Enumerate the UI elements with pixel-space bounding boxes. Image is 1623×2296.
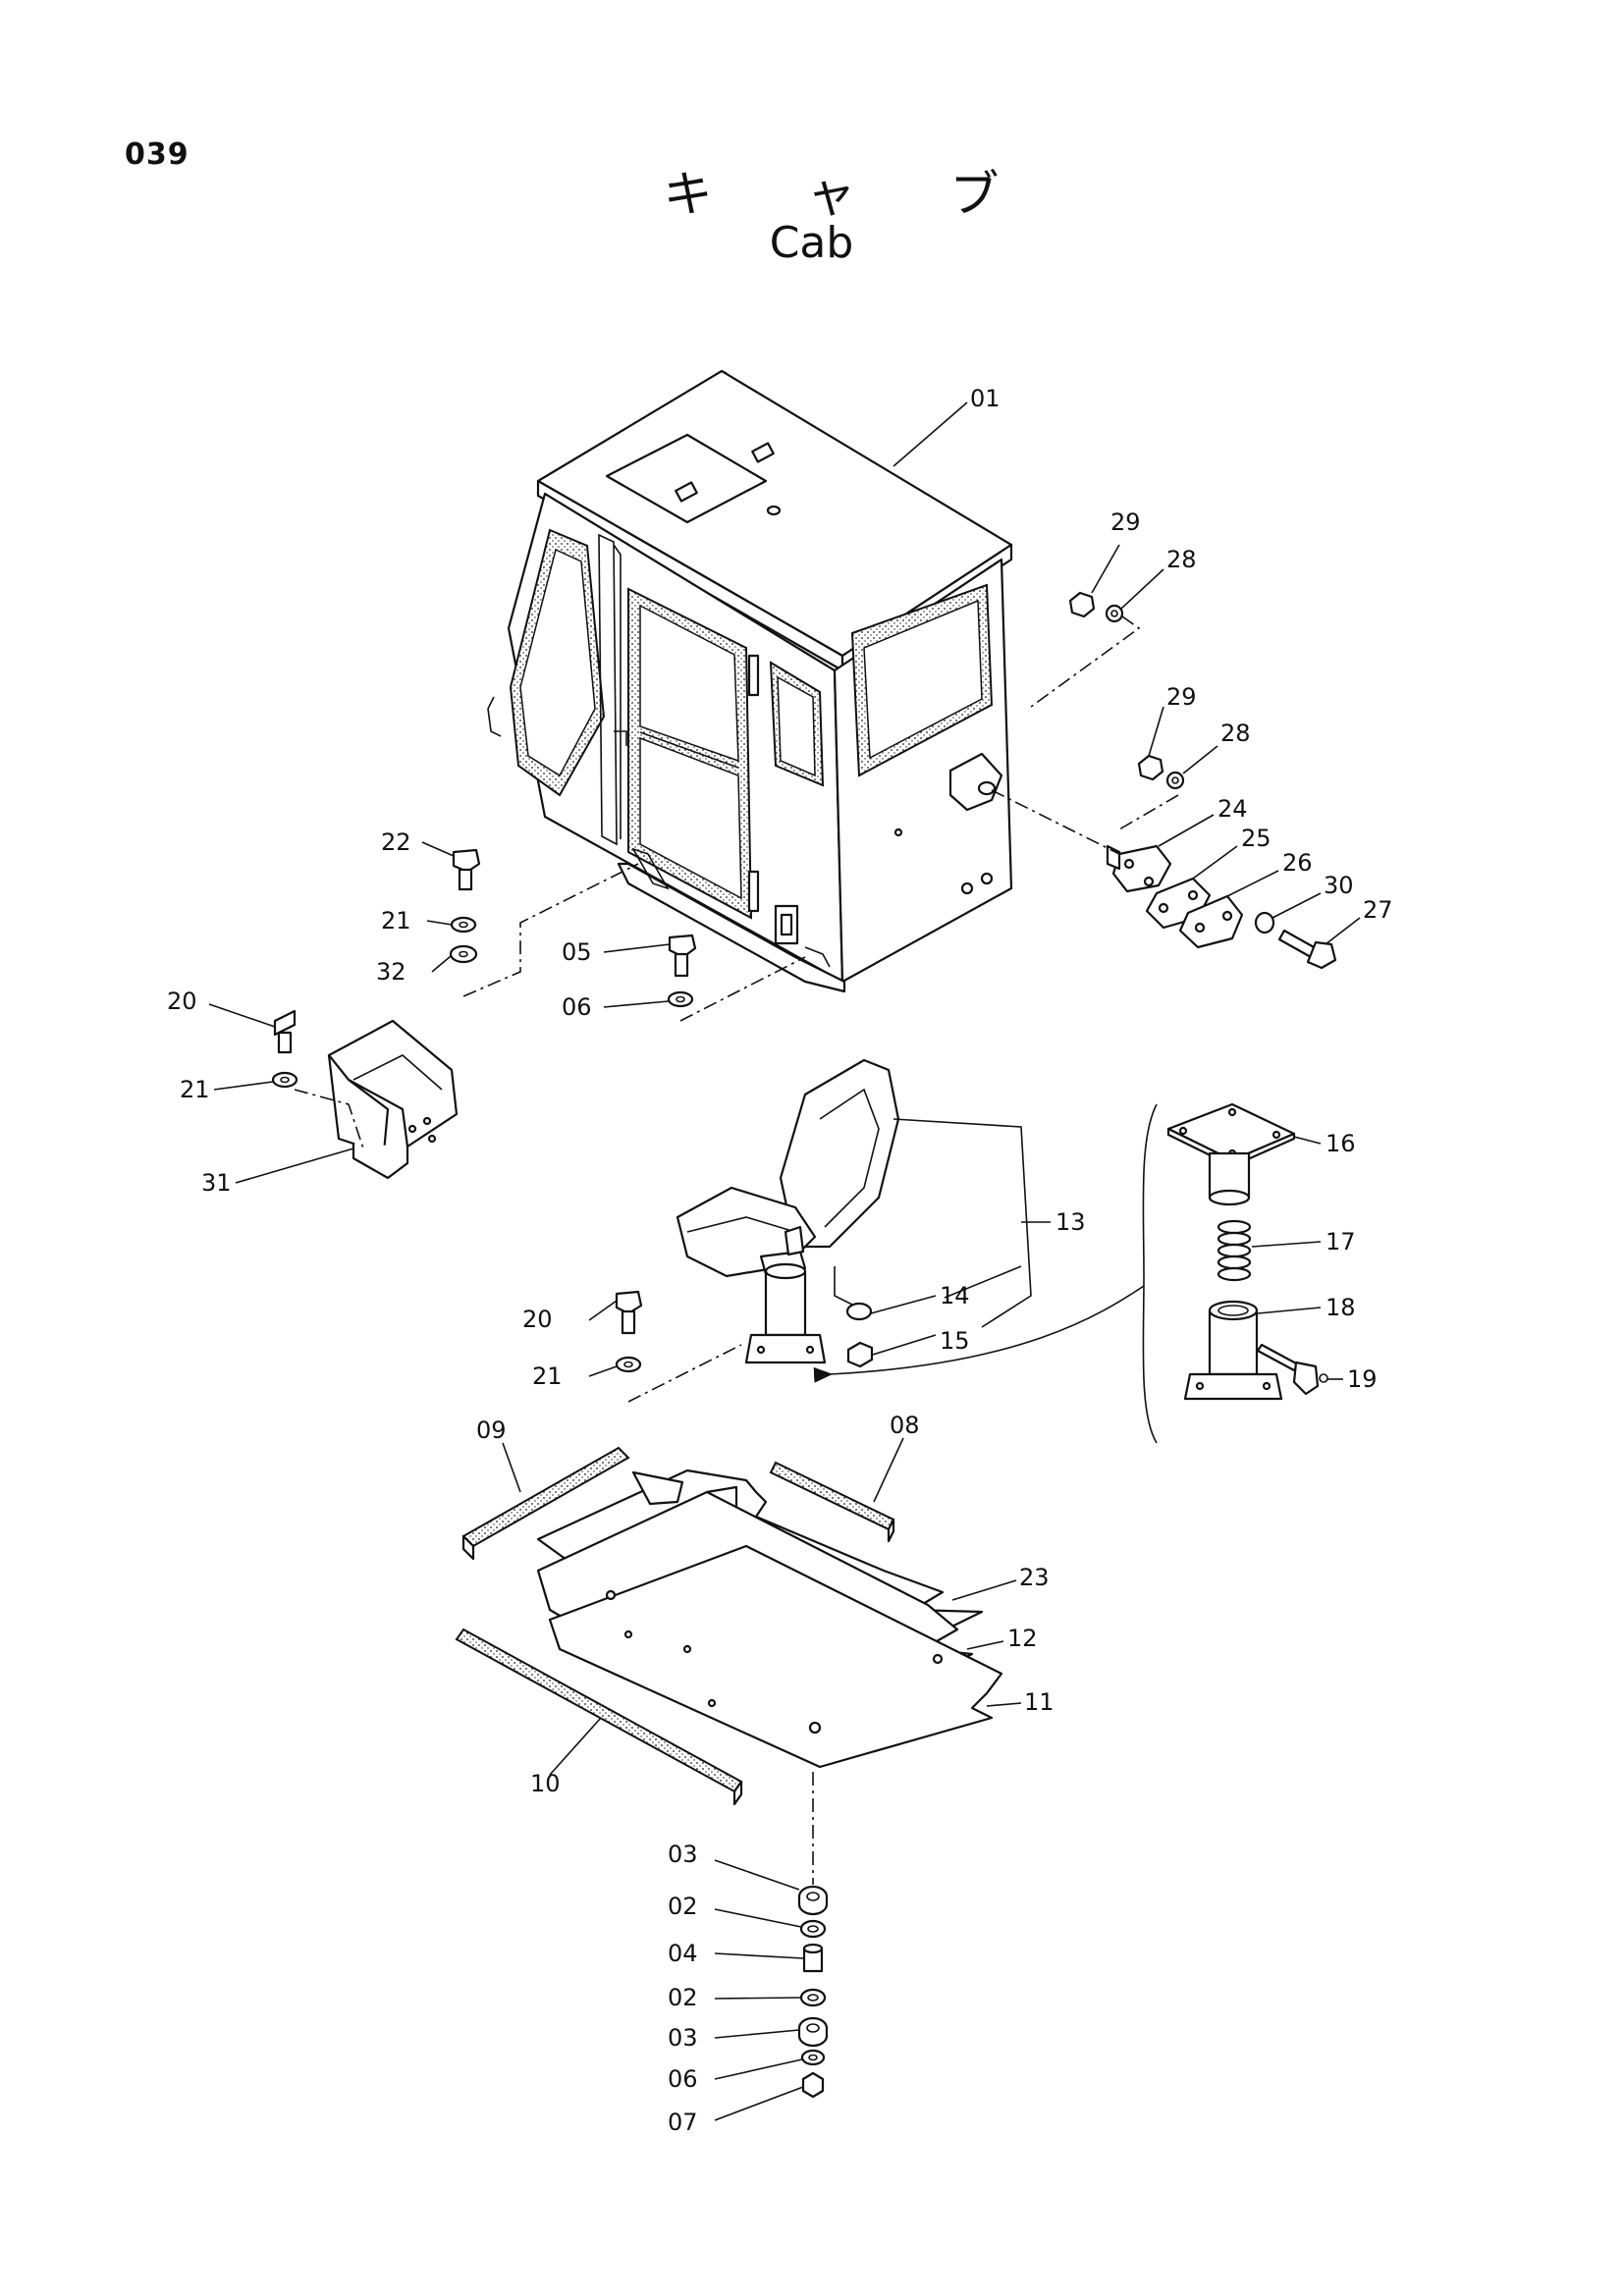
callout-24: 24 (1217, 795, 1248, 823)
callout-02-top: 02 (668, 1893, 698, 1920)
title-japanese: キ ャ ブ (663, 166, 1039, 223)
callout-03-top: 03 (668, 1841, 698, 1868)
seat-assembly (615, 1058, 1145, 1403)
callout-19: 19 (1347, 1365, 1378, 1393)
callout-14: 14 (940, 1282, 970, 1309)
callout-26: 26 (1282, 849, 1313, 877)
callout-28-upper: 28 (1166, 546, 1197, 573)
page-number: 039 (125, 137, 189, 172)
seat-suspension-detail (1142, 1102, 1328, 1444)
callout-labels: 01 29 28 29 28 24 25 26 30 27 22 21 32 0… (167, 385, 1393, 2136)
callout-17: 17 (1325, 1228, 1356, 1255)
callout-27: 27 (1363, 896, 1393, 924)
callout-08: 08 (890, 1412, 920, 1439)
callout-02-bottom: 02 (668, 1984, 698, 2011)
callout-22: 22 (381, 828, 411, 856)
callout-21-cab: 21 (381, 907, 411, 934)
callout-21-seat: 21 (532, 1362, 563, 1390)
callout-07: 07 (668, 2109, 698, 2136)
floor-assembly (455, 1446, 1003, 1806)
mount-hardware-right (991, 591, 1337, 970)
mount-hardware-left (449, 848, 806, 1022)
callout-10: 10 (530, 1770, 561, 1797)
callout-31: 31 (201, 1169, 232, 1197)
callout-13: 13 (1055, 1208, 1086, 1236)
cab-assembly (487, 369, 1013, 993)
callout-11: 11 (1024, 1688, 1055, 1716)
callout-32: 32 (376, 958, 406, 986)
callout-25: 25 (1241, 825, 1271, 852)
callout-03-bottom: 03 (668, 2024, 698, 2052)
callout-29-lower: 29 (1166, 683, 1197, 711)
callout-12: 12 (1007, 1625, 1038, 1652)
callout-05: 05 (562, 938, 592, 966)
title-english: Cab (769, 218, 854, 268)
callout-21-bracket: 21 (180, 1076, 210, 1103)
callout-09: 09 (476, 1416, 507, 1444)
leader-lines (208, 401, 1361, 2121)
callout-20-seat: 20 (522, 1306, 553, 1333)
callout-01: 01 (970, 385, 1001, 412)
callout-23: 23 (1019, 1564, 1050, 1591)
callout-06-cab: 06 (562, 993, 592, 1021)
spring (1217, 1219, 1252, 1282)
mount-stack (797, 1772, 829, 2099)
callout-28-lower: 28 (1220, 720, 1251, 747)
callout-04: 04 (668, 1940, 698, 1967)
callout-06-stack: 06 (668, 2065, 698, 2093)
callout-20-bracket: 20 (167, 988, 197, 1015)
callout-15: 15 (940, 1327, 970, 1355)
callout-30: 30 (1324, 872, 1354, 899)
bracket-assembly (271, 1009, 459, 1180)
callout-29-upper: 29 (1110, 508, 1141, 536)
callout-18: 18 (1325, 1294, 1356, 1321)
callout-16: 16 (1325, 1130, 1356, 1157)
